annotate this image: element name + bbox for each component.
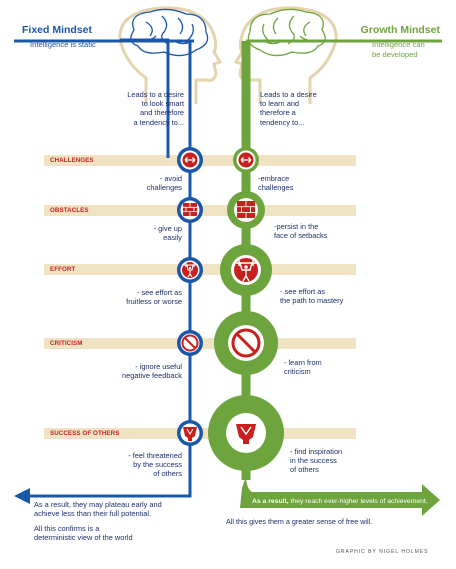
growth-response-effort: - see effort as the path to mastery: [280, 287, 344, 306]
growth-no-entry-icon: [231, 328, 261, 358]
fixed-result-arrowhead: [14, 488, 30, 504]
fixed-mindset-subtitle: Intelligence is static: [30, 40, 96, 49]
stage-label-obstacles: OBSTACLES: [50, 207, 89, 214]
fixed-response-success: - feel threatened by the success of othe…: [128, 451, 182, 479]
fixed-mindset-title: Fixed Mindset: [22, 24, 93, 36]
graphic-credit: GRAPHIC BY NIGEL HOLMES: [336, 549, 429, 555]
growth-result-rest: they reach ever-higher levels of achieve…: [288, 498, 428, 505]
fixed-response-criticism: - ignore useful negative feedback: [122, 362, 182, 381]
fixed-response-challenges: - avoid challenges: [146, 174, 182, 193]
growth-response-challenges: -embrace challenges: [258, 174, 294, 193]
growth-result-arrow: [240, 476, 440, 516]
stage-label-challenges: CHALLENGES: [50, 157, 94, 164]
fixed-trophy-icon: [183, 427, 197, 441]
fixed-crossed-arrows-icon: [182, 152, 198, 168]
fixed-conclusion-text: All this confirms is a deterministic vie…: [34, 524, 133, 543]
fixed-no-entry-icon: [181, 334, 199, 352]
fixed-response-effort: - see effort as fruitless or worse: [126, 288, 182, 307]
stage-label-effort: EFFORT: [50, 266, 76, 273]
growth-result-bold: As a result,: [252, 498, 289, 505]
fixed-response-obstacles: - give up easily: [153, 224, 182, 243]
growth-desire-text: Leads to a desire to learn and therefore…: [260, 90, 317, 127]
growth-brick-wall-icon: [237, 201, 255, 218]
growth-result-text: As a result, they reach ever-higher leve…: [252, 497, 432, 506]
growth-head-outline: [233, 6, 338, 104]
fixed-brain-icon: [130, 8, 209, 57]
growth-mindset-subtitle: Intelligence can be developed: [372, 40, 425, 59]
growth-brain-icon: [247, 8, 326, 57]
fixed-desire-text: Leads to a desire to look smart and ther…: [127, 90, 184, 127]
growth-response-success: - find inspiration in the success of oth…: [290, 447, 343, 475]
fixed-result-text: As a result, they may plateau early and …: [34, 500, 162, 519]
growth-weightlifter-icon: [234, 258, 258, 282]
fixed-head-outline: [118, 6, 223, 104]
growth-response-criticism: - learn from criticism: [284, 358, 322, 377]
growth-conclusion-text: All this gives them a greater sense of f…: [226, 517, 373, 526]
growth-mindset-title: Growth Mindset: [360, 24, 440, 36]
growth-trophy-icon: [236, 424, 256, 444]
fixed-weightlifter-icon: [182, 262, 198, 278]
growth-crossed-arrows-icon: [238, 152, 254, 168]
stage-label-success-of-others: SUCCESS OF OTHERS: [50, 430, 120, 437]
stage-label-criticism: CRITICISM: [50, 340, 83, 347]
fixed-brick-wall-icon: [183, 203, 197, 216]
growth-response-obstacles: -persist in the face of setbacks: [274, 222, 328, 241]
